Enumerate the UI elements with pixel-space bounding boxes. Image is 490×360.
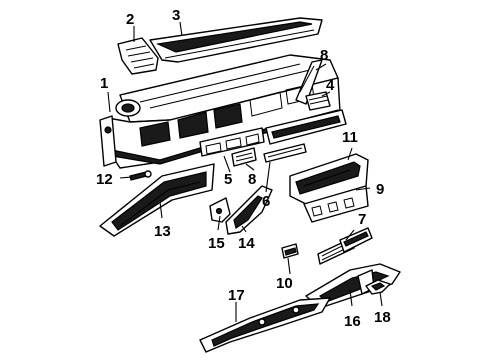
part-1-instrument-panel — [99, 54, 341, 169]
part-9-center-console-upper — [289, 153, 369, 223]
part-17-lower-reinforcement — [199, 297, 331, 353]
callout-12: 12 — [96, 171, 113, 188]
part-8-side-vent-upper — [295, 59, 323, 105]
part-13-cluster-bezel — [99, 163, 215, 237]
callout-2: 2 — [126, 11, 134, 28]
callout-3: 3 — [172, 7, 180, 24]
part-15-bracket — [209, 197, 231, 223]
callout-13: 13 — [154, 223, 171, 240]
callout-4: 4 — [326, 77, 335, 94]
callout-10: 10 — [276, 275, 293, 292]
part-10-plug — [281, 243, 299, 259]
callout-6: 6 — [262, 193, 270, 210]
part-5-switch-plate — [199, 127, 265, 157]
part-4-right-vent — [305, 91, 331, 111]
leader-lines — [107, 21, 383, 322]
callout-11: 11 — [342, 129, 358, 146]
callout-9: 9 — [376, 181, 384, 198]
callout-15: 15 — [208, 235, 225, 252]
callout-labels: 1 2 3 4 5 6 7 8 8 9 10 11 12 13 14 15 16… — [96, 7, 391, 330]
callout-17: 17 — [228, 287, 245, 304]
part-18-bracket — [365, 279, 391, 295]
part-3-dash-pad-strip — [149, 17, 323, 63]
part-14-knee-panel — [225, 185, 273, 235]
callout-1: 1 — [100, 75, 108, 92]
part-2-defroster-grille — [117, 37, 159, 75]
callout-7: 7 — [358, 211, 366, 228]
callout-18: 18 — [374, 309, 391, 326]
part-12-screw — [129, 170, 152, 181]
part-6-center-trim — [263, 109, 347, 163]
part-8-vent-lower — [231, 147, 257, 167]
callout-8-lower: 8 — [248, 171, 256, 188]
callout-8-upper: 8 — [320, 47, 328, 64]
callout-16: 16 — [344, 313, 361, 330]
part-7-console-vents — [317, 227, 373, 265]
callout-14: 14 — [238, 235, 255, 252]
callout-5: 5 — [224, 171, 232, 188]
